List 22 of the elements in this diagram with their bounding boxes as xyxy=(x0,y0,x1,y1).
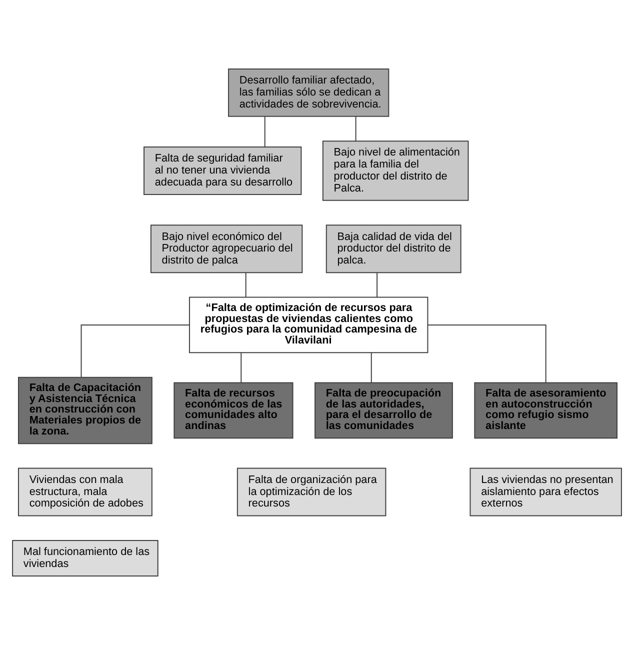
node-box: Mal funcionamiento de las viviendas xyxy=(12,540,158,577)
connector xyxy=(245,272,246,298)
connector xyxy=(427,324,546,383)
node-box: “Falta de optimización de recursos para propuestas de viviendas calientes como refugios para la comunidad campesina de Vilavilani xyxy=(189,296,428,354)
node-box: Falta de preocupación de las autoridades, para el desarrollo de las comunidades xyxy=(314,382,453,439)
node-box: Falta de seguridad familiar al no tener una vivienda adecuada para su desarrollo xyxy=(144,146,302,195)
node-box: Falta de asesoramiento en autoconstrucción como refugio sismo aislante xyxy=(474,382,618,439)
node-box: Baja calidad de vida del productor del distrito de palca. xyxy=(326,224,462,274)
node-box: Las viviendas no presentan aislamiento para efectos externos xyxy=(470,468,622,516)
node-box: Bajo nivel de alimentación para la familia del productor del distrito de Palca. xyxy=(322,140,469,201)
connector xyxy=(80,324,190,378)
connector xyxy=(264,116,266,148)
connector xyxy=(240,352,242,384)
node-box: Falta de recursos económicos de las comunidades alto andinas xyxy=(174,382,294,439)
connector xyxy=(370,352,372,384)
connector xyxy=(355,116,356,142)
node-box: Viviendas con mala estructura, mala composición de adobes xyxy=(18,468,152,516)
node-box: Falta de organización para la optimización de los recursos xyxy=(236,468,386,516)
node-box: Desarrollo familiar afectado, las familias sólo se dedican a actividades de sobrevivencia. xyxy=(228,68,390,117)
connector xyxy=(376,272,378,298)
node-box: Bajo nivel económico del Productor agropecuario del distrito de palca xyxy=(150,224,303,274)
node-box: Falta de Capacitación y Asistencia Técnica en construcción con Materiales propios de la zona. xyxy=(18,376,152,444)
